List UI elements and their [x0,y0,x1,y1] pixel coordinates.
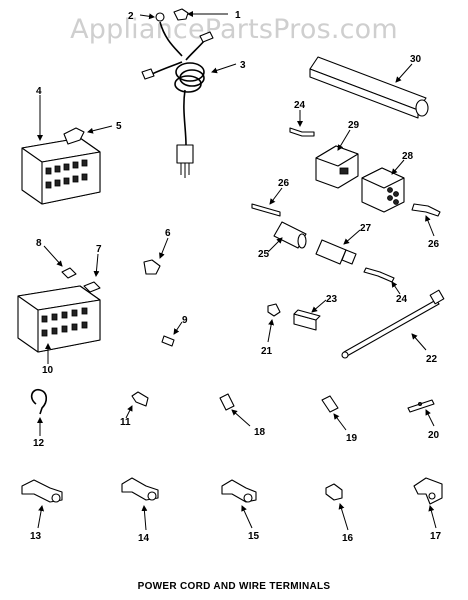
callout-6: 6 [165,228,171,239]
part-2-ring-terminal[interactable] [139,12,165,22]
callout-17: 17 [430,531,442,542]
part-26-terminal-right[interactable] [411,203,441,237]
part-5-terminal[interactable] [63,125,113,145]
callout-2: 2 [128,11,134,22]
diagram-caption: POWER CORD AND WIRE TERMINALS [137,581,331,592]
part-3-power-cord[interactable] [141,21,237,178]
part-25-insulator-sleeve[interactable] [267,221,307,253]
part-7-terminal[interactable] [83,253,101,293]
callout-10: 10 [42,365,54,376]
callout-22: 22 [426,354,438,365]
part-16-terminal[interactable] [325,483,349,531]
part-20-terminal[interactable] [407,399,435,427]
callout-11: 11 [120,417,131,428]
part-19-terminal[interactable] [321,395,347,431]
callout-1: 1 [235,10,241,21]
part-26-terminal-left[interactable] [251,187,283,217]
part-30-wire-channel[interactable] [309,56,429,119]
part-4-connector-block[interactable] [21,95,101,205]
callout-8: 8 [36,238,42,249]
callout-25: 25 [258,249,270,260]
part-24-terminal-lower[interactable] [363,267,401,295]
part-24-terminal-upper[interactable] [289,110,315,137]
callout-27: 27 [360,223,372,234]
part-27-insulator-sleeve[interactable] [315,229,361,265]
callout-labels: 1 2 3 4 5 6 7 8 9 10 11 12 13 14 15 16 1… [30,10,442,544]
callout-9: 9 [182,315,188,326]
callout-24b: 24 [396,294,408,305]
callout-13: 13 [30,531,42,542]
callout-16: 16 [342,533,354,544]
callout-20: 20 [428,430,440,441]
part-29-connector-housing[interactable] [315,129,359,189]
callout-28: 28 [402,151,414,162]
callout-23: 23 [326,294,338,305]
part-28-connector-housing[interactable] [361,159,405,213]
part-8-terminal[interactable] [43,245,77,279]
callout-19: 19 [346,433,358,444]
part-13-ring-terminal[interactable] [21,479,63,529]
part-15-ring-terminal[interactable] [221,479,257,529]
callout-18: 18 [254,427,266,438]
part-12-clip[interactable] [30,388,48,436]
callout-7: 7 [96,244,102,255]
part-6-terminal[interactable] [143,237,169,275]
part-21-terminal[interactable] [267,303,281,343]
callout-15: 15 [248,531,260,542]
callout-4: 4 [36,86,42,97]
callout-3: 3 [240,60,246,71]
part-23-insulator[interactable] [293,299,327,331]
callout-26b: 26 [428,239,440,250]
part-1-screw[interactable] [173,8,228,21]
callout-26a: 26 [278,178,290,189]
callout-14: 14 [138,533,150,544]
callout-30: 30 [410,54,422,65]
callout-12: 12 [33,438,45,449]
part-10-connector-block[interactable] [17,285,101,364]
part-18-terminal[interactable] [219,393,251,427]
callout-29: 29 [348,120,360,131]
part-22-cable-tie[interactable] [341,289,445,359]
callout-21: 21 [261,346,273,357]
part-14-ring-terminal[interactable] [121,477,159,531]
callout-5: 5 [116,121,122,132]
part-9-terminal[interactable] [161,321,183,347]
part-17-bracket[interactable] [413,477,443,529]
watermark: AppliancePartsPros.com [70,14,398,45]
callout-24a: 24 [294,100,306,111]
part-11-terminal[interactable] [125,391,149,419]
